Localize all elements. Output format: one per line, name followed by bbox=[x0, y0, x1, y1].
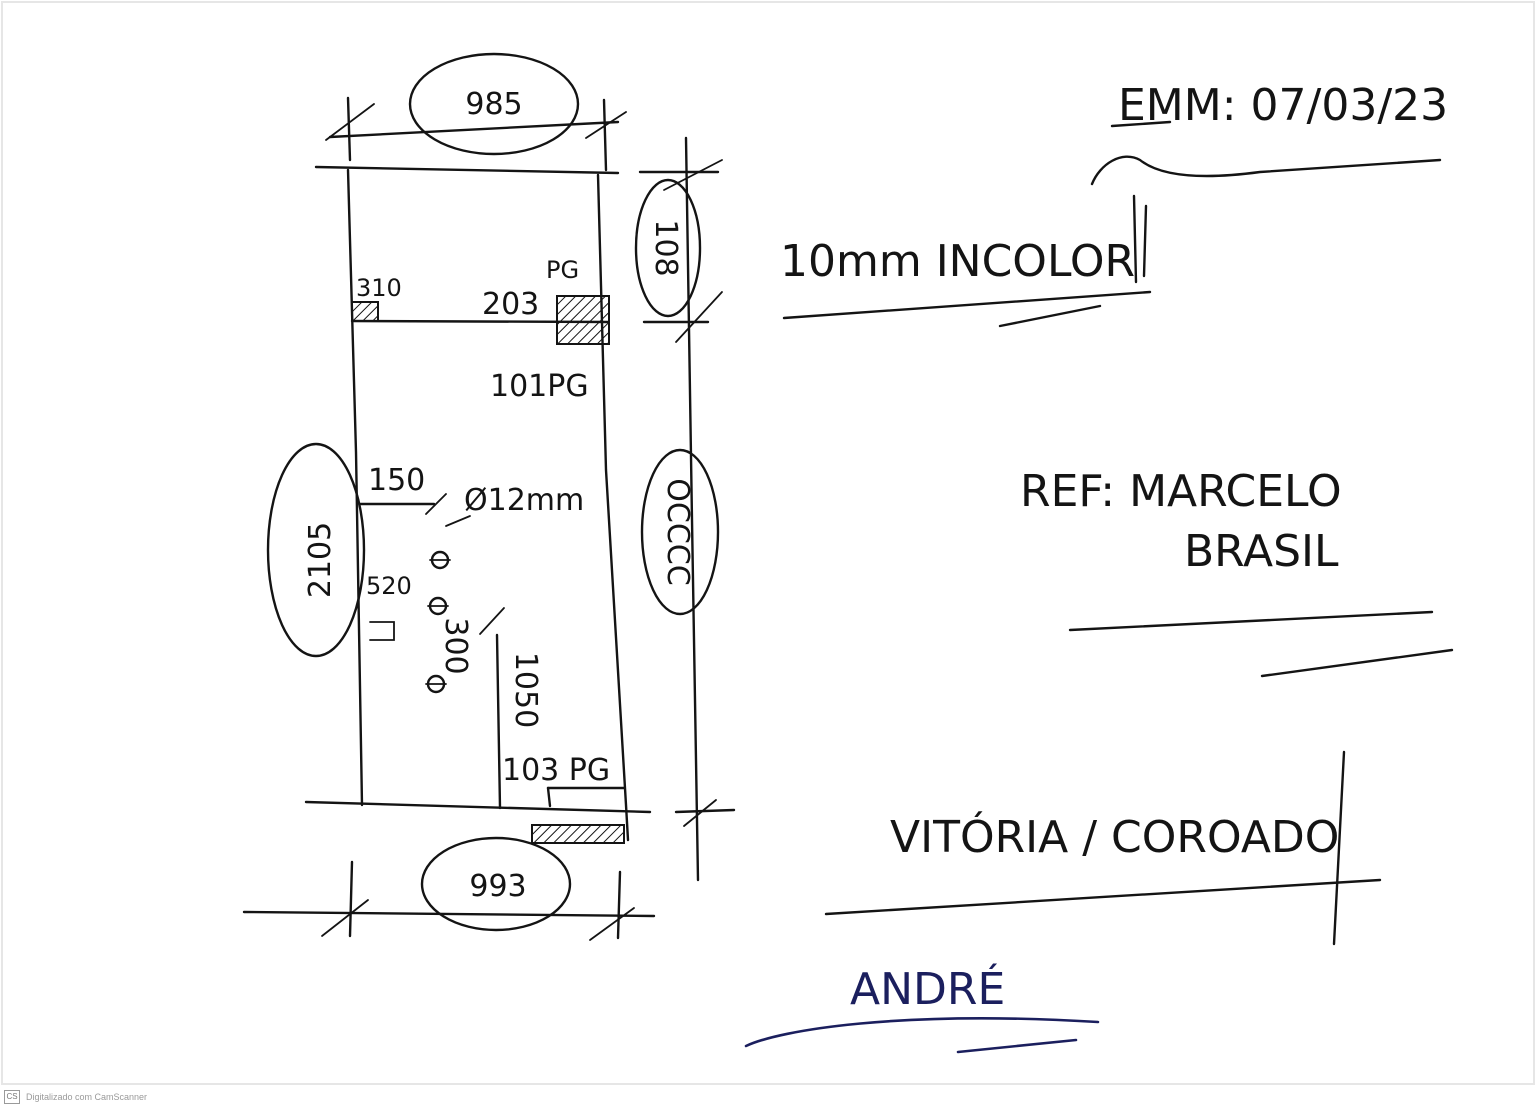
right-edge-line bbox=[598, 175, 628, 840]
glass-spec-note: 10mm INCOLOR bbox=[780, 196, 1150, 326]
bottom-dimension: 993 bbox=[244, 838, 654, 940]
top-dim-ext-left bbox=[348, 98, 350, 160]
glass-spec-bars bbox=[1134, 196, 1146, 282]
signature-underline bbox=[958, 1040, 1076, 1052]
location-underline bbox=[826, 880, 1380, 914]
top-dim-ext-right bbox=[604, 100, 606, 170]
top-dimension-line bbox=[330, 122, 618, 137]
label-pg-top: PG bbox=[546, 256, 579, 284]
camscanner-logo: CS bbox=[4, 1090, 20, 1104]
reference-note: REF: MARCELO BRASIL bbox=[1020, 466, 1452, 676]
date-note: EMM: 07/03/23 bbox=[1092, 80, 1448, 184]
date-underline bbox=[1092, 157, 1440, 184]
bottom-dim-tick-left bbox=[322, 900, 368, 936]
glass-spec-underline-2 bbox=[1000, 306, 1100, 326]
dim-1050-tick bbox=[480, 608, 504, 634]
ref-underline-1 bbox=[1070, 612, 1432, 630]
dim-520-bracket bbox=[370, 622, 394, 640]
bottom-width-label: 993 bbox=[469, 869, 526, 904]
label-203: 203 bbox=[482, 287, 539, 322]
label-150: 150 bbox=[368, 463, 425, 498]
signature-block: ANDRÉ bbox=[746, 962, 1098, 1052]
label-520: 520 bbox=[366, 572, 412, 600]
door-edge-line bbox=[497, 635, 500, 808]
ref-underline-2 bbox=[1262, 650, 1452, 676]
right-dim-tick-top bbox=[664, 160, 722, 190]
right-dim-tick-mid bbox=[676, 292, 722, 342]
scanner-footer: CS Digitalizado com CamScanner bbox=[0, 1086, 1536, 1108]
signature-text: ANDRÉ bbox=[850, 962, 1005, 1015]
top-dimension: 985 bbox=[326, 54, 626, 170]
right-upper-height-label: 108 bbox=[648, 219, 683, 276]
bottom-dim-ext-right bbox=[618, 872, 620, 938]
label-hole: Ø12mm bbox=[464, 483, 584, 518]
hatch-block-top-right bbox=[557, 296, 609, 344]
location-text: VITÓRIA / COROADO bbox=[890, 810, 1339, 863]
glass-spec-text: 10mm INCOLOR bbox=[780, 236, 1135, 287]
glass-spec-underline bbox=[784, 292, 1150, 318]
label-300: 300 bbox=[438, 617, 473, 674]
lower-hinge-tick bbox=[548, 788, 550, 806]
top-width-label: 985 bbox=[465, 87, 522, 122]
label-101pg: 101PG bbox=[490, 369, 589, 404]
top-edge-line bbox=[316, 167, 618, 173]
right-dimension: 108 OCCCC bbox=[636, 138, 734, 880]
location-note: VITÓRIA / COROADO bbox=[826, 752, 1380, 944]
right-lower-height-label: OCCCC bbox=[660, 478, 695, 585]
bottom-dimension-line bbox=[244, 912, 654, 916]
label-103pg: 103 PG bbox=[502, 753, 610, 788]
right-dim-ext-bottom bbox=[676, 810, 734, 812]
left-height-label: 2105 bbox=[303, 522, 338, 598]
left-dimension: 2105 bbox=[268, 444, 364, 656]
hatch-block-top-left bbox=[352, 302, 378, 321]
right-dim-tick-bottom bbox=[684, 800, 716, 826]
bottom-dim-ext-left bbox=[350, 862, 352, 936]
label-310: 310 bbox=[356, 274, 402, 302]
ref-line1-text: REF: MARCELO bbox=[1020, 466, 1342, 517]
bottom-edge-line bbox=[306, 802, 650, 812]
ref-line2-text: BRASIL bbox=[1184, 526, 1339, 577]
bottom-dim-tick-right bbox=[590, 908, 634, 940]
camscanner-text: Digitalizado com CamScanner bbox=[26, 1092, 147, 1102]
label-1050: 1050 bbox=[508, 652, 543, 728]
hatch-block-bottom bbox=[532, 825, 624, 843]
